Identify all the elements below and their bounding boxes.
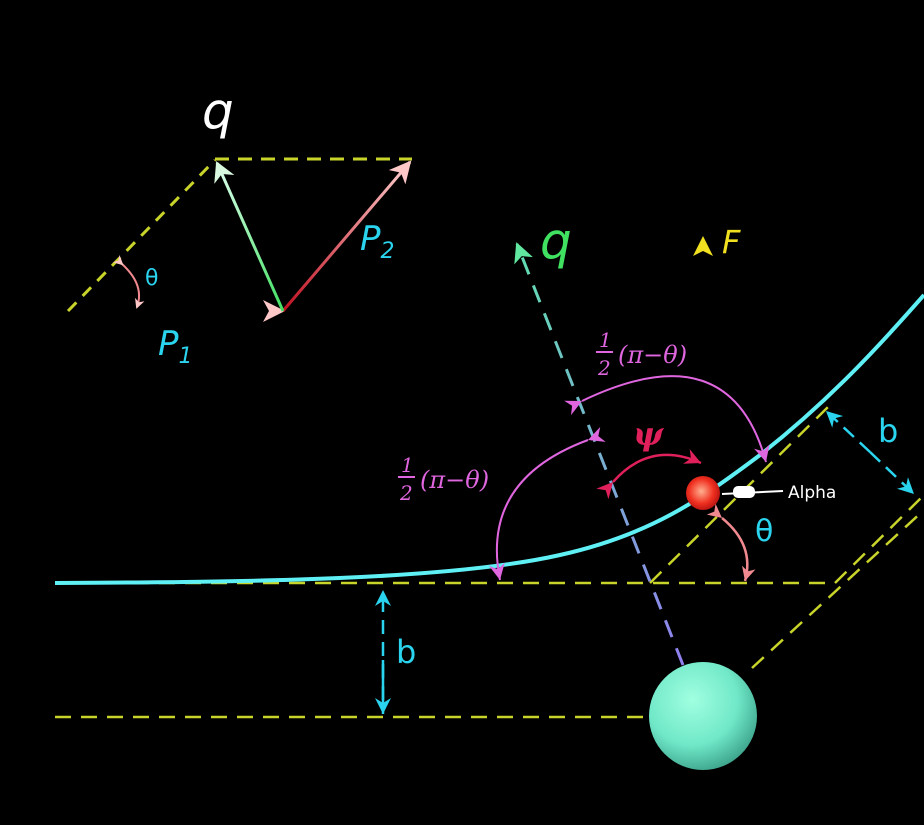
half-angle-expression: (π−θ) bbox=[618, 341, 687, 369]
b-label-diagonal: b bbox=[878, 412, 898, 450]
exit-parallel-dashed bbox=[834, 494, 924, 584]
half-angle-arc-left bbox=[489, 426, 606, 581]
p2-label: P2 bbox=[360, 219, 395, 264]
half-angle-label-top: 1 2 (π−θ) bbox=[596, 328, 687, 380]
theta-label-main: θ bbox=[755, 514, 773, 549]
vector-parallelogram: θ q P1 P2 bbox=[66, 82, 412, 369]
b-arrow-diagonal-2 bbox=[869, 451, 915, 495]
vector-q bbox=[214, 161, 285, 312]
b-arrow-diagonal bbox=[825, 410, 871, 453]
p1-label: P1 bbox=[158, 324, 193, 369]
psi-label: ψ bbox=[633, 415, 664, 453]
exit-asymptote-dashed bbox=[649, 404, 831, 584]
dashed-side-left bbox=[66, 158, 217, 313]
force-label: F bbox=[722, 223, 741, 261]
q-label-top: q bbox=[202, 82, 234, 140]
fraction-denominator: 2 bbox=[597, 356, 611, 380]
alpha-particle bbox=[686, 476, 720, 510]
fraction-numerator: 1 bbox=[401, 453, 414, 477]
theta-label-small: θ bbox=[145, 266, 158, 291]
nucleus-sphere bbox=[649, 662, 757, 770]
vector-p2 bbox=[281, 160, 412, 312]
q-label-main: q bbox=[540, 212, 572, 270]
fraction-denominator: 2 bbox=[399, 481, 413, 505]
alpha-label: Alpha bbox=[788, 483, 836, 503]
half-angle-arc-top bbox=[564, 375, 770, 463]
b-label-vertical: b bbox=[396, 633, 416, 671]
alpha-trajectory bbox=[54, 293, 924, 585]
theta-arc-main bbox=[706, 503, 756, 582]
nucleus-parallel-dashed bbox=[751, 509, 924, 669]
fraction-numerator: 1 bbox=[599, 328, 612, 352]
half-angle-expression: (π−θ) bbox=[420, 466, 489, 494]
alpha-pointer-line bbox=[721, 490, 784, 495]
psi-arc bbox=[596, 449, 702, 500]
half-angle-label-left: 1 2 (π−θ) bbox=[398, 453, 489, 505]
theta-arc-small bbox=[112, 254, 145, 309]
scattering-geometry: b b 1 2 (π−θ) 1 2 (π−θ) ψ θ q F Alpha bbox=[54, 212, 924, 770]
